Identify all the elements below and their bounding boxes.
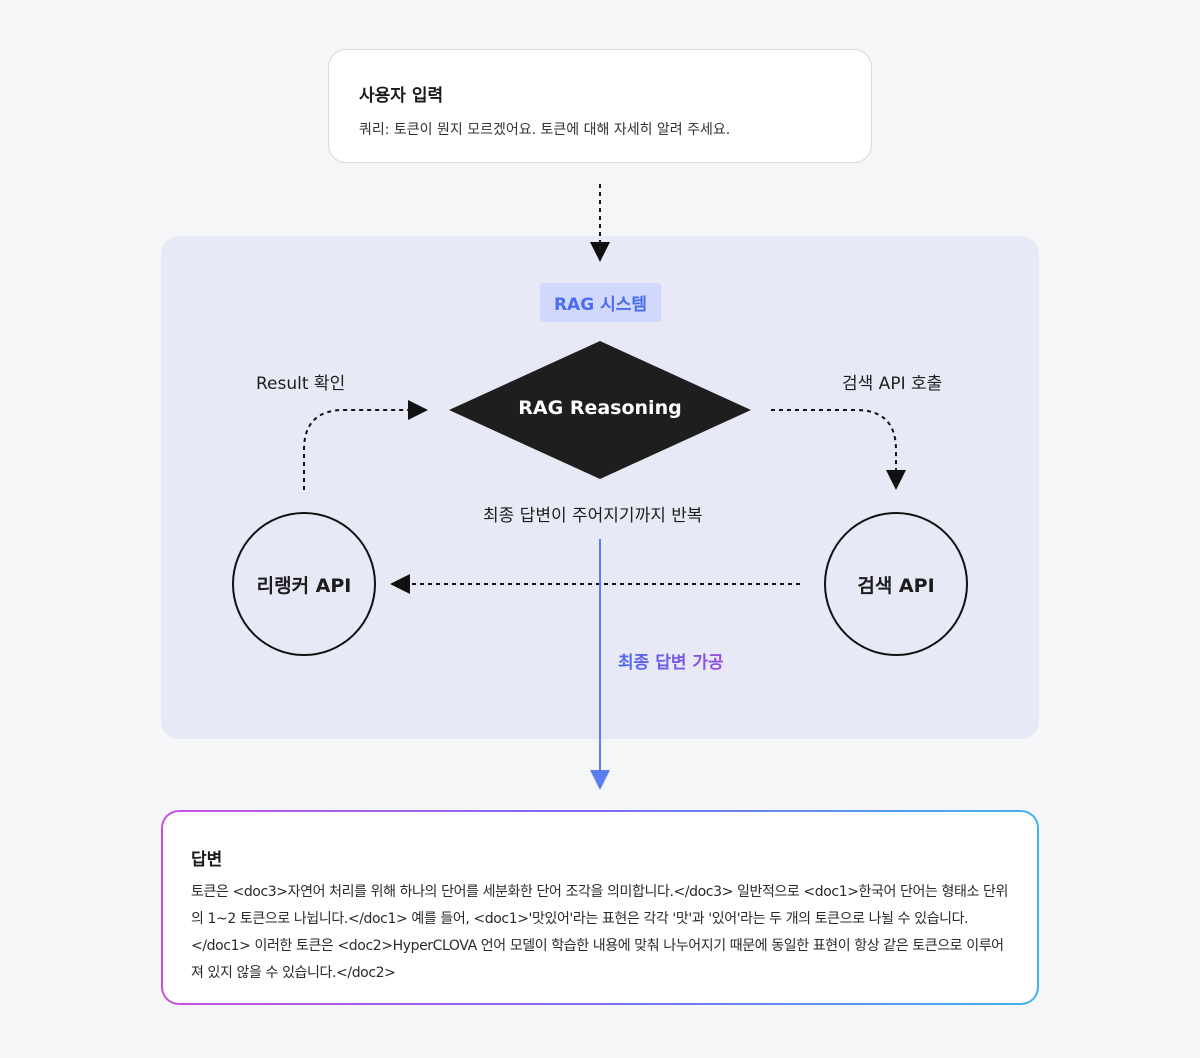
- answer-card: 답변 토큰은 <doc3>자연어 처리를 위해 하나의 단어를 세분화한 단어 …: [161, 810, 1039, 1005]
- answer-title: 답변: [191, 850, 223, 870]
- user-input-title: 사용자 입력: [359, 86, 444, 106]
- repeat-until-final-label: 최종 답변이 주어지기까지 반복: [483, 506, 703, 526]
- user-query-text: 쿼리: 토큰이 뭔지 모르겠어요. 토큰에 대해 자세히 알려 주세요.: [359, 122, 731, 138]
- result-check-label: Result 확인: [256, 374, 346, 394]
- rag-reasoning-label: RAG Reasoning: [518, 397, 682, 419]
- reranker-api-node: [232, 512, 376, 656]
- rag-system-badge: RAG 시스템: [540, 283, 661, 322]
- user-input-card: 사용자 입력 쿼리: 토큰이 뭔지 모르겠어요. 토큰에 대해 자세히 알려 주…: [328, 49, 872, 163]
- result-check-arrow: [303, 400, 428, 490]
- search-api-label: 검색 API: [857, 575, 935, 597]
- search-call-label: 검색 API 호출: [842, 374, 943, 394]
- search-api-node: [824, 512, 968, 656]
- final-answer-process-label: 최종 답변 가공: [618, 648, 724, 673]
- answer-card-inner: 답변 토큰은 <doc3>자연어 처리를 위해 하나의 단어를 세분화한 단어 …: [163, 812, 1037, 1003]
- answer-body-text: 토큰은 <doc3>자연어 처리를 위해 하나의 단어를 세분화한 단어 조각을…: [191, 884, 1008, 981]
- rag-reasoning-diamond: [449, 341, 751, 479]
- search-call-arrow: [771, 409, 906, 490]
- reranker-api-label: 리랭커 API: [256, 575, 352, 597]
